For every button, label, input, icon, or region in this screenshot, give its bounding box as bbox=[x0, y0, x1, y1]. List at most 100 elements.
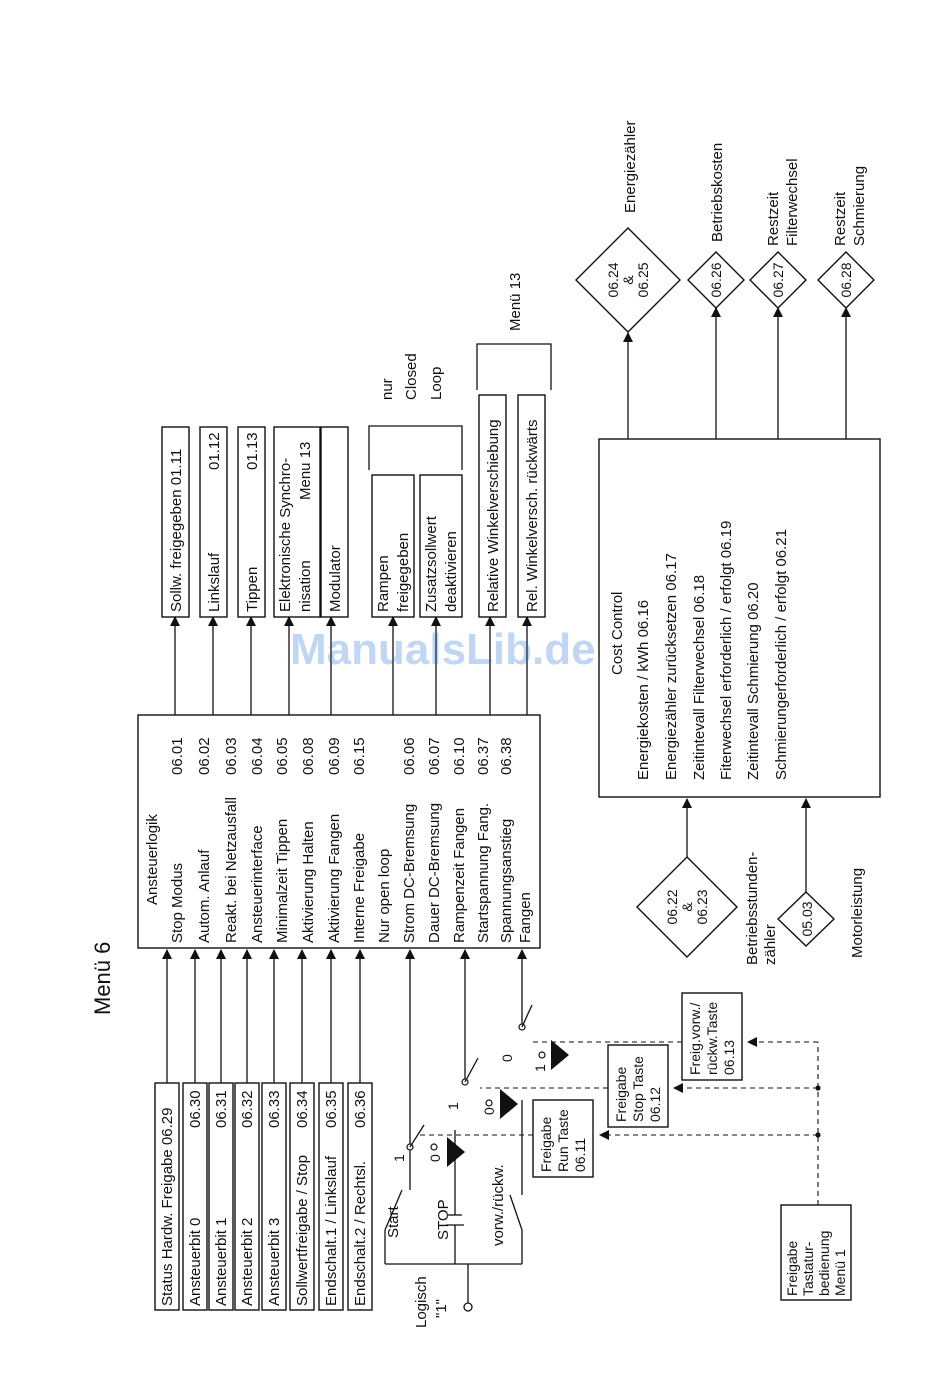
svg-text:Nur open loop: Nur open loop bbox=[376, 849, 393, 943]
svg-text:Freigabe: Freigabe bbox=[784, 1241, 800, 1296]
cost-outputs: 06.24 & 06.25 Energiezähler 06.26 Betrie… bbox=[575, 120, 875, 439]
svg-text:Status Hardw. Freigabe 06.29: Status Hardw. Freigabe 06.29 bbox=[159, 1108, 176, 1306]
keypad-param-boxes: Freigabe Run Taste 06.11 Freigabe Stop T… bbox=[532, 992, 743, 1178]
input-box: Sollwertfreigabe / Stop 06.34 bbox=[289, 1082, 315, 1311]
svg-text:06.11: 06.11 bbox=[572, 1138, 588, 1172]
svg-text:Schmierung: Schmierung bbox=[851, 166, 868, 246]
svg-text:06.12: 06.12 bbox=[647, 1087, 663, 1122]
svg-text:06.24: 06.24 bbox=[605, 262, 621, 297]
input-box: Ansteuerbit 3 06.33 bbox=[261, 1082, 287, 1311]
svg-text:06.06: 06.06 bbox=[401, 737, 418, 775]
svg-text:06.37: 06.37 bbox=[475, 737, 492, 775]
svg-text:Interne Freigabe: Interne Freigabe bbox=[351, 833, 368, 943]
filter-remaining-label: Restzeit bbox=[765, 191, 782, 246]
input-box: Ansteuerbit 2 06.32 bbox=[234, 1082, 260, 1311]
svg-text:06.35: 06.35 bbox=[323, 1090, 340, 1128]
run-key-enable-box: Freigabe Run Taste 06.11 bbox=[532, 1099, 594, 1178]
svg-text:Loop: Loop bbox=[428, 367, 445, 400]
output-box: Modulator bbox=[320, 426, 349, 618]
svg-text:06.33: 06.33 bbox=[266, 1090, 283, 1128]
svg-text:nisation: nisation bbox=[297, 560, 314, 612]
switch-section: Logisch "1" Start STOP vorw./rückw. 1 0 … bbox=[384, 949, 569, 1328]
svg-text:Closed: Closed bbox=[403, 353, 420, 400]
svg-text:06.25: 06.25 bbox=[635, 262, 651, 297]
operating-cost-diamond bbox=[687, 251, 745, 309]
svg-text:Rampen: Rampen bbox=[375, 555, 392, 612]
svg-text:06.08: 06.08 bbox=[300, 737, 317, 775]
svg-text:Autom. Anlauf: Autom. Anlauf bbox=[196, 849, 213, 943]
input-box: Status Hardw. Freigabe 06.29 bbox=[154, 1082, 180, 1311]
motor-power-label: Motorleistung bbox=[849, 868, 866, 958]
svg-text:Freigabe: Freigabe bbox=[538, 1117, 554, 1172]
svg-text:06.34: 06.34 bbox=[294, 1090, 311, 1128]
keypad-dashed-links bbox=[420, 1037, 821, 1205]
svg-text:Freig.vorw./: Freig.vorw./ bbox=[687, 1003, 703, 1075]
svg-text:06.22: 06.22 bbox=[664, 889, 680, 924]
svg-text:Aktivierung Halten: Aktivierung Halten bbox=[300, 821, 317, 943]
svg-text:Ansteuerbit 2: Ansteuerbit 2 bbox=[239, 1218, 256, 1306]
svg-text:Endschalt.2 / Rechtsl.: Endschalt.2 / Rechtsl. bbox=[352, 1161, 369, 1306]
svg-text:Modulator: Modulator bbox=[327, 545, 344, 612]
svg-text:Tastatur-: Tastatur- bbox=[800, 1241, 816, 1296]
menu13-bracket: Menü 13 bbox=[476, 273, 552, 390]
svg-text:01.13: 01.13 bbox=[244, 432, 261, 470]
svg-text:Strom DC-Bremsung: Strom DC-Bremsung bbox=[401, 804, 418, 943]
output-box: Sollw. freigegeben 01.11 bbox=[161, 426, 190, 618]
input-box: Ansteuerbit 1 06.31 bbox=[208, 1082, 234, 1311]
svg-text:06.32: 06.32 bbox=[239, 1090, 256, 1128]
svg-text:freigegeben: freigegeben bbox=[395, 533, 412, 612]
svg-text:&: & bbox=[620, 275, 636, 285]
svg-text:Run Taste: Run Taste bbox=[555, 1109, 571, 1172]
svg-text:06.23: 06.23 bbox=[694, 889, 710, 924]
keypad-enable-box: Freigabe Tastatur- bedienung Menü 1 bbox=[780, 1204, 852, 1301]
svg-text:zähler: zähler bbox=[762, 924, 779, 965]
svg-text:06.28: 06.28 bbox=[838, 262, 854, 297]
svg-text:Energiekosten / kWh 06.16: Energiekosten / kWh 06.16 bbox=[635, 600, 652, 780]
svg-text:Dauer DC-Bremsung: Dauer DC-Bremsung bbox=[426, 803, 443, 943]
motor-power-diamond bbox=[776, 891, 836, 947]
svg-text:05.03: 05.03 bbox=[799, 901, 815, 936]
control-logic-block: Ansteuerlogik Stop Modus 06.01 Autom. An… bbox=[137, 714, 541, 949]
closed-loop-bracket: nur Closed Loop bbox=[368, 353, 463, 470]
input-arrows bbox=[162, 949, 365, 1083]
output-box: Linkslauf 01.12 bbox=[199, 426, 228, 618]
svg-text:Menü 1: Menü 1 bbox=[832, 1249, 848, 1296]
svg-text:Menu 13: Menu 13 bbox=[297, 442, 314, 500]
svg-text:06.15: 06.15 bbox=[351, 737, 368, 775]
operating-cost-label: Betriebskosten bbox=[709, 143, 726, 242]
menu13-note: Menü 13 bbox=[507, 273, 524, 331]
svg-text:Schmierungerforderlich / erfol: Schmierungerforderlich / erfolgt 06.21 bbox=[773, 529, 790, 780]
svg-text:Tippen: Tippen bbox=[244, 567, 261, 612]
svg-text:06.30: 06.30 bbox=[187, 1090, 204, 1128]
svg-text:Minimalzeit Tippen: Minimalzeit Tippen bbox=[274, 819, 291, 943]
svg-text:06.07: 06.07 bbox=[426, 737, 443, 775]
svg-text:06.13: 06.13 bbox=[721, 1040, 737, 1075]
operating-hours-label: Betriebsstunden- bbox=[744, 852, 761, 965]
svg-text:&: & bbox=[679, 902, 695, 912]
energy-meter-label: Energiezähler bbox=[622, 120, 639, 213]
output-box: Elektronische Synchro- nisation Menu 13 bbox=[273, 426, 321, 618]
svg-text:06.01: 06.01 bbox=[169, 737, 186, 775]
svg-text:Sollwertfreigabe / Stop: Sollwertfreigabe / Stop bbox=[294, 1155, 311, 1306]
lubrication-remaining-diamond bbox=[817, 251, 875, 309]
svg-text:Relative Winkelverschiebung: Relative Winkelverschiebung bbox=[485, 419, 502, 612]
svg-text:Zeitintevall Filterwechsel 06.: Zeitintevall Filterwechsel 06.18 bbox=[691, 575, 708, 780]
output-box: Rampen freigegeben bbox=[371, 474, 415, 618]
svg-text:Rampenzeit Fangen: Rampenzeit Fangen bbox=[451, 808, 468, 943]
svg-text:06.26: 06.26 bbox=[708, 262, 724, 297]
svg-text:Zusatzsollwert: Zusatzsollwert bbox=[423, 515, 440, 612]
svg-text:bedienung: bedienung bbox=[816, 1231, 832, 1296]
output-box: Relative Winkelverschiebung bbox=[478, 394, 507, 618]
svg-text:Stop Taste: Stop Taste bbox=[630, 1056, 646, 1122]
start-label: Start bbox=[385, 1205, 402, 1238]
svg-text:06.10: 06.10 bbox=[451, 737, 468, 775]
svg-text:"1": "1" bbox=[433, 1299, 450, 1318]
operating-hours-diamond bbox=[636, 856, 738, 958]
svg-text:Ansteuerbit 3: Ansteuerbit 3 bbox=[266, 1218, 283, 1306]
svg-text:06.38: 06.38 bbox=[498, 737, 515, 775]
input-box: Endschalt.1 / Linkslauf 06.35 bbox=[318, 1082, 344, 1311]
svg-text:0: 0 bbox=[427, 1154, 443, 1162]
cost-control-title: Cost Control bbox=[609, 592, 626, 675]
output-box: Rel. Winkelversch. rückwärts bbox=[517, 394, 546, 618]
